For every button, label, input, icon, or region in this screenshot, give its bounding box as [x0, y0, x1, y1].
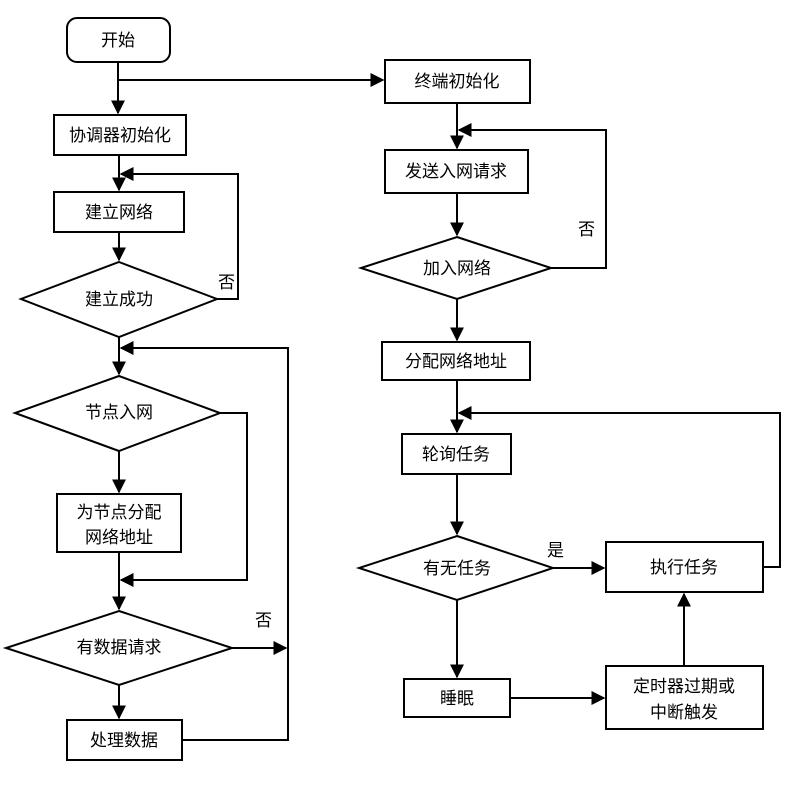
join-network-no-label: 否: [578, 220, 595, 240]
left-edges: [111, 62, 385, 741]
execute-task-node: 执行任务: [605, 541, 764, 593]
allocate-address-node: 分配网络地址: [381, 341, 531, 381]
build-success-no-label: 否: [218, 273, 235, 293]
sleep-node: 睡眠: [403, 678, 511, 718]
data-request-label: 有数据请求: [77, 638, 162, 658]
poll-task-node: 轮询任务: [401, 433, 512, 475]
node-join-decision: 节点入网: [12, 374, 223, 453]
send-join-request-node: 发送入网请求: [384, 149, 529, 194]
right-edges: [450, 103, 781, 705]
data-request-no-label: 否: [255, 611, 272, 631]
coordinator-init-label: 协调器初始化: [69, 126, 171, 146]
assign-address-label-line2: 网络地址: [85, 528, 153, 548]
send-join-request-label: 发送入网请求: [405, 162, 507, 182]
join-network-decision: 加入网络: [357, 235, 555, 301]
timer-interrupt-node: 定时器过期或 中断触发: [605, 665, 764, 730]
build-success-label: 建立成功: [85, 290, 153, 310]
data-request-decision: 有数据请求: [2, 609, 236, 687]
coordinator-init-node: 协调器初始化: [53, 114, 187, 156]
node-join-label: 节点入网: [85, 403, 153, 423]
sleep-label: 睡眠: [440, 689, 474, 709]
assign-address-label-line1: 为节点分配: [77, 503, 162, 523]
build-network-node: 建立网络: [53, 191, 185, 233]
has-task-yes-label: 是: [547, 541, 564, 561]
terminal-init-label: 终端初始化: [415, 72, 500, 92]
has-task-label: 有无任务: [423, 559, 491, 579]
join-network-label: 加入网络: [423, 259, 491, 279]
has-task-decision: 有无任务: [355, 534, 557, 602]
assign-address-node: 为节点分配 网络地址: [56, 493, 182, 553]
terminal-init-node: 终端初始化: [384, 59, 531, 104]
process-data-node: 处理数据: [66, 719, 183, 761]
process-data-label: 处理数据: [90, 731, 158, 751]
allocate-address-label: 分配网络地址: [405, 352, 507, 372]
timer-interrupt-label-line2: 中断触发: [650, 703, 718, 723]
timer-interrupt-label-line1: 定时器过期或: [633, 677, 735, 697]
start-node: 开始: [66, 17, 171, 63]
poll-task-label: 轮询任务: [422, 445, 490, 465]
start-label: 开始: [101, 31, 135, 51]
build-network-label: 建立网络: [85, 203, 153, 223]
execute-task-label: 执行任务: [650, 558, 718, 578]
build-success-decision: 建立成功: [18, 260, 220, 339]
